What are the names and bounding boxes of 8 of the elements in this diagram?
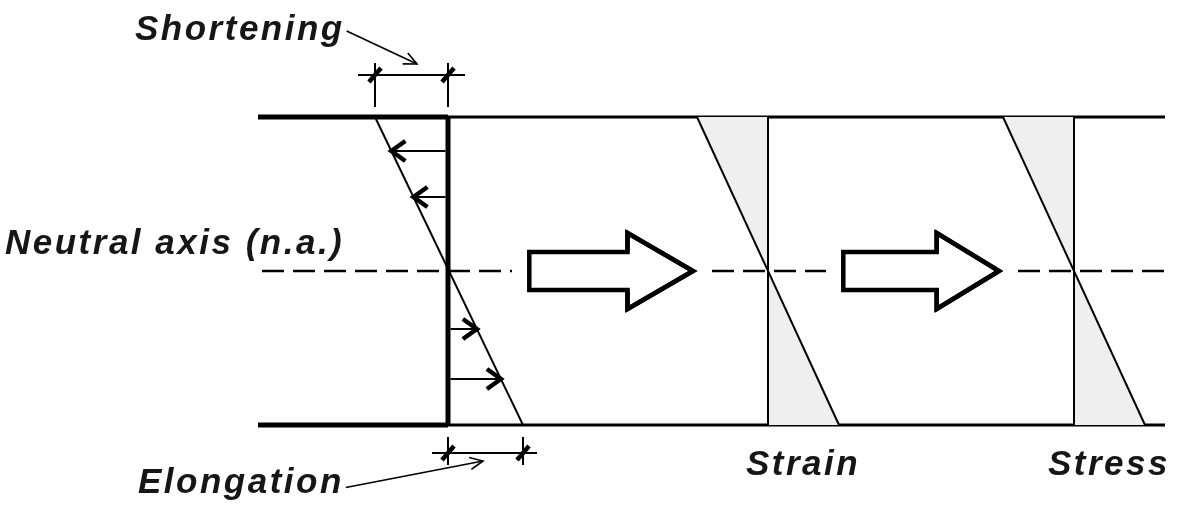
diagram-caption: Stress [1048,445,1171,480]
callout-label: Elongation [138,463,344,498]
callout-label: Shortening [135,10,345,45]
leader-line [345,456,484,489]
side-label: Neutral axis (n.a.) [5,224,345,259]
diagram-caption: Strain [746,445,861,480]
leader-line [345,30,418,65]
section-drawing [372,115,527,427]
